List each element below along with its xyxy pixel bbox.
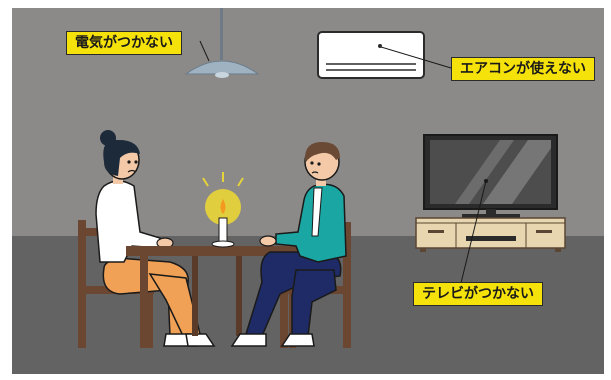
- candle-icon: [202, 172, 244, 248]
- tv-stand: [415, 217, 566, 252]
- ac-unusable-label: エアコンが使えない: [451, 57, 595, 81]
- tv-icon: [423, 134, 558, 218]
- man-figure: [230, 142, 347, 347]
- tv-out-label: テレビがつかない: [413, 282, 543, 306]
- light-out-label: 電気がつかない: [66, 31, 182, 55]
- ceiling-light-icon: [184, 8, 260, 78]
- table: [126, 246, 304, 348]
- air-conditioner-icon: [317, 31, 425, 79]
